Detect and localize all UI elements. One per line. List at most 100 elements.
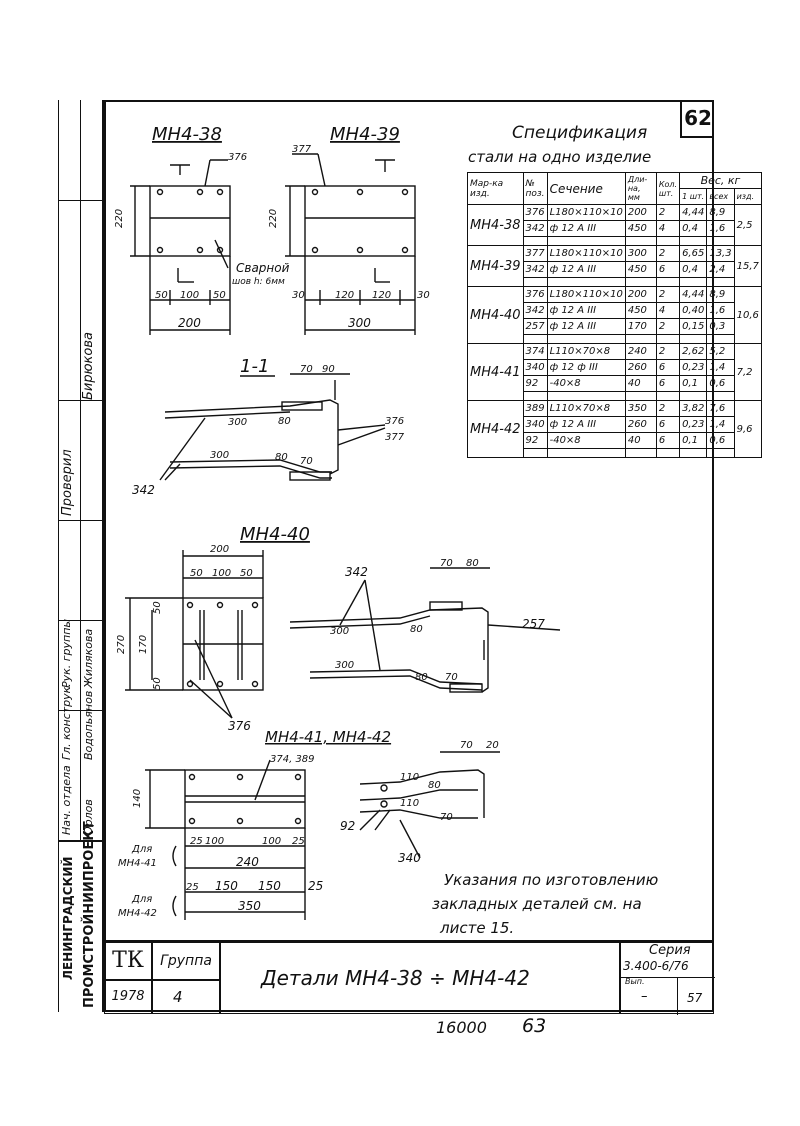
weld-label: Сварной bbox=[236, 261, 290, 275]
dim-label: 80 bbox=[275, 452, 288, 463]
spec-cell-w2: 0,6 bbox=[706, 432, 735, 449]
heading-mn4-39: МН4-39 bbox=[330, 124, 400, 145]
heading-mn4-40: МН4-40 bbox=[240, 524, 310, 545]
spec-cell-w2: 1,6 bbox=[706, 302, 735, 319]
spec-cell-pos: 92 bbox=[522, 375, 548, 392]
tb-group: 4 bbox=[152, 980, 220, 1014]
tb-tk: ТК bbox=[104, 942, 152, 980]
spec-cell-section: ф 12 А III bbox=[546, 302, 626, 319]
dim-label: 340 bbox=[398, 851, 421, 865]
spec-cell-qty: 2 bbox=[655, 343, 681, 360]
spec-mark: МН4-39 bbox=[467, 245, 524, 287]
dim-label: 240 bbox=[236, 855, 259, 869]
dim-label: 92 bbox=[340, 819, 355, 833]
dim-label: 377 bbox=[385, 432, 405, 443]
spec-cell-w1: 0,1 bbox=[679, 432, 708, 449]
spec-cell-w1: 0,15 bbox=[679, 318, 708, 335]
spec-header-mark: Мар-ка изд. bbox=[467, 172, 524, 205]
spec-cell-w2: 1,4 bbox=[706, 359, 735, 376]
spec-cell-section: L180×110×10 bbox=[546, 204, 626, 221]
spec-cell-pos: 257 bbox=[522, 318, 548, 335]
dim-label: 80 bbox=[410, 624, 423, 635]
spec-header-w-item: изд. bbox=[733, 188, 762, 205]
spec-cell-length: 40 bbox=[624, 375, 657, 392]
spec-cell-section: L180×110×10 bbox=[546, 286, 626, 303]
dim-label: 377 bbox=[292, 144, 312, 155]
spec-cell-section: -40×8 bbox=[546, 432, 626, 449]
dim-label: 376 bbox=[228, 152, 247, 163]
dim-label: 70 bbox=[440, 812, 453, 823]
dim-label: 70 bbox=[460, 740, 473, 751]
drawing-frame bbox=[104, 100, 714, 1012]
note-line-2: закладных деталей см. на bbox=[432, 895, 642, 913]
spec-header-weight: Вес, кг bbox=[679, 172, 762, 189]
dim-label: 50 bbox=[152, 677, 163, 690]
dim-label: 100 bbox=[262, 836, 281, 847]
spec-cell-pos: 342 bbox=[522, 261, 548, 278]
note-label: МН4-42 bbox=[118, 908, 157, 919]
spec-cell-length: 450 bbox=[624, 261, 657, 278]
note-label: МН4-41 bbox=[118, 858, 157, 869]
spec-cell-w1: 0,23 bbox=[679, 416, 708, 433]
dim-label: 110 bbox=[400, 798, 419, 809]
spec-title: Спецификация bbox=[512, 123, 647, 143]
tb-vyp: – bbox=[641, 989, 648, 1004]
heading-section-1-1: 1-1 bbox=[240, 356, 269, 377]
dim-label: 80 bbox=[466, 558, 479, 569]
dim-label: 350 bbox=[238, 899, 261, 913]
heading-mn4-41-42: МН4-41, МН4-42 bbox=[265, 728, 391, 746]
dim-label: 120 bbox=[372, 290, 391, 301]
note-line-3: листе 15. bbox=[439, 919, 514, 937]
tb-year: 1978 bbox=[104, 980, 152, 1014]
spec-cell-qty: 2 bbox=[655, 204, 681, 221]
dim-label: 150 bbox=[215, 879, 238, 893]
dim-label: 200 bbox=[178, 316, 201, 330]
spec-cell-w1: 4,44 bbox=[679, 286, 708, 303]
dim-label: 30 bbox=[292, 290, 305, 301]
spec-header-length: Дли-на, мм bbox=[624, 172, 657, 205]
spec-item-weight: 7,2 bbox=[733, 343, 762, 401]
spec-cell-section: L110×70×8 bbox=[546, 343, 626, 360]
spec-table: Мар-ка изд. № поз. Сечение Дли-на, мм Ко… bbox=[467, 172, 762, 458]
dim-label: 140 bbox=[132, 789, 143, 808]
dim-label: 80 bbox=[428, 780, 441, 791]
spec-cell-section: L110×70×8 bbox=[546, 400, 626, 417]
spec-cell-pos: 92 bbox=[522, 432, 548, 449]
spec-cell-w1: 0,4 bbox=[679, 220, 708, 237]
dim-label: 270 bbox=[116, 635, 127, 654]
spec-header-w-one: 1 шт. bbox=[679, 188, 708, 205]
spec-cell-length: 240 bbox=[624, 343, 657, 360]
dim-label: 110 bbox=[400, 772, 419, 783]
spec-spacer-row bbox=[468, 277, 762, 287]
spec-cell-section: ф 12 А III bbox=[546, 318, 626, 335]
dim-label: 300 bbox=[228, 417, 247, 428]
dim-label: 300 bbox=[348, 316, 371, 330]
spec-cell-qty: 6 bbox=[655, 432, 681, 449]
dim-label: 50 bbox=[240, 568, 253, 579]
dim-label: 20 bbox=[486, 740, 499, 751]
dim-label: 50 bbox=[152, 601, 163, 614]
spec-cell-section: ф 12 А III bbox=[546, 416, 626, 433]
tb-title: Детали МН4-38 ÷ МН4-42 bbox=[220, 942, 620, 1014]
spec-mark: МН4-38 bbox=[467, 204, 524, 246]
spec-cell-qty: 6 bbox=[655, 261, 681, 278]
dim-label: 70 bbox=[440, 558, 453, 569]
dim-label: 374, 389 bbox=[270, 754, 315, 765]
dim-label: 257 bbox=[522, 617, 545, 631]
spec-cell-length: 450 bbox=[624, 302, 657, 319]
spec-cell-length: 200 bbox=[624, 204, 657, 221]
note-label: Для bbox=[131, 844, 152, 855]
weld-label: шов h: 6мм bbox=[232, 277, 285, 287]
spec-cell-w1: 3,82 bbox=[679, 400, 708, 417]
spec-cell-length: 200 bbox=[624, 286, 657, 303]
dim-label: 120 bbox=[335, 290, 354, 301]
spec-cell-qty: 2 bbox=[655, 286, 681, 303]
dim-label: 80 bbox=[278, 416, 291, 427]
spec-cell-pos: 376 bbox=[522, 286, 548, 303]
spec-cell-length: 260 bbox=[624, 416, 657, 433]
